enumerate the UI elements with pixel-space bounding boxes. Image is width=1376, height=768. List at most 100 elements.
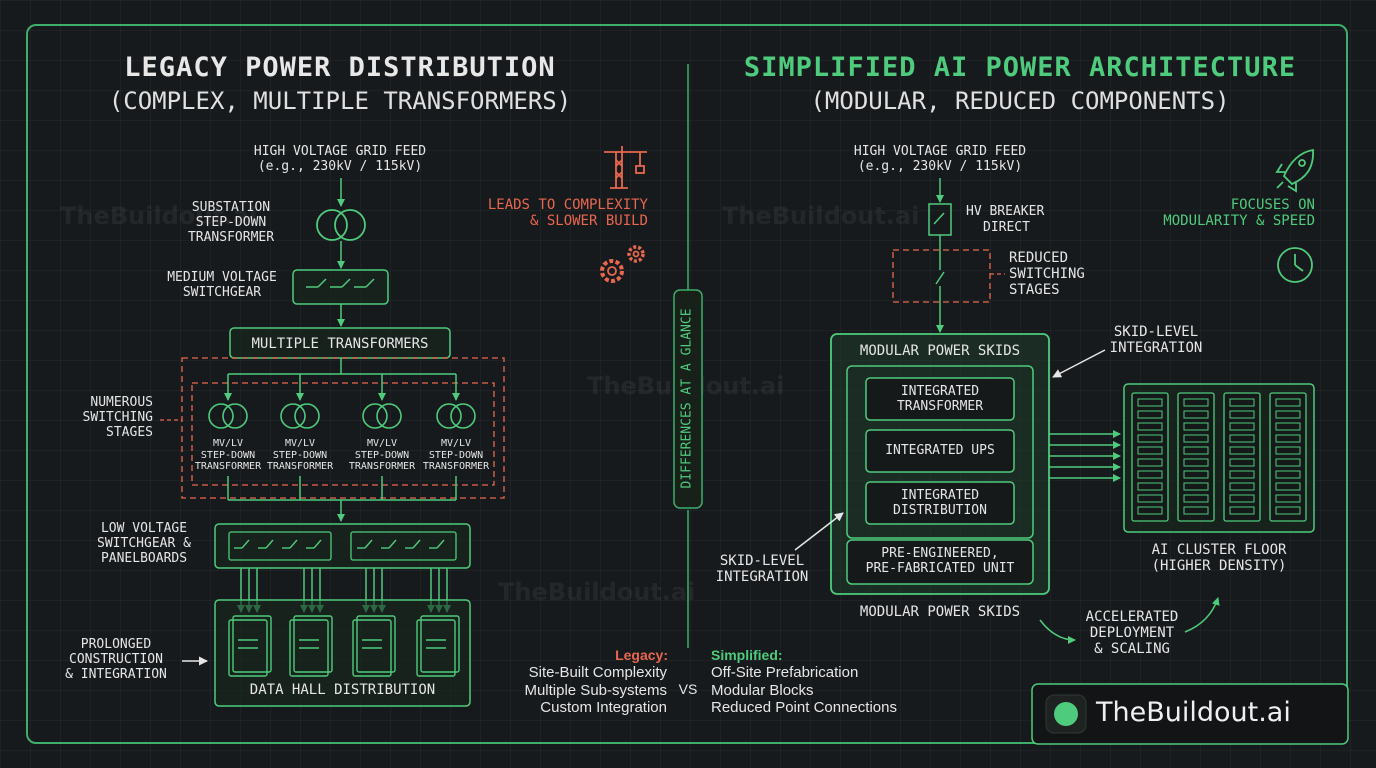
watermark: TheBuildout.ai [60, 202, 258, 230]
rack-unit [1275, 434, 1301, 443]
integrated-distribution-box [865, 481, 1015, 525]
rack-unit [1275, 494, 1301, 503]
numerous-switching-inner [191, 382, 495, 486]
rack-unit [1275, 422, 1301, 431]
legacy-heading: Legacy: [615, 647, 668, 663]
rack-unit [1275, 458, 1301, 467]
mv-lv-transformer-symbols [208, 403, 476, 429]
rack-unit [1275, 398, 1301, 407]
rack-unit [1137, 482, 1163, 491]
skid-caption: MODULAR POWER SKIDS [859, 604, 1021, 620]
server-rack [1131, 392, 1169, 522]
lv-switch-symbols [234, 539, 445, 549]
legacy-subtitle: (COMPLEX, MULTIPLE TRANSFORMERS) [108, 87, 572, 115]
rack-unit [1183, 422, 1209, 431]
vs-label: VS [678, 681, 698, 697]
server-rack [1177, 392, 1215, 522]
differences-box [673, 289, 703, 509]
hv-breaker-symbol [928, 203, 952, 236]
ai-cluster-box [1123, 383, 1315, 533]
rack-unit [1275, 410, 1301, 419]
integrated-transformer-box [865, 377, 1015, 421]
ai-cluster-label: AI CLUSTER FLOOR(HIGHER DENSITY) [1151, 542, 1287, 575]
complexity-label: LEADS TO COMPLEXITY& SLOWER BUILD [487, 197, 648, 230]
pre-engineered-label: PRE-ENGINEERED,PRE-FABRICATED UNIT [865, 546, 1015, 576]
rack-unit [1137, 410, 1163, 419]
skid-title: MODULAR POWER SKIDS [859, 343, 1021, 359]
panelboard-symbols [228, 615, 460, 677]
rack-unit [1183, 506, 1209, 515]
rack-unit [1229, 482, 1255, 491]
rack-unit [1183, 446, 1209, 455]
rack-unit [1183, 434, 1209, 443]
reduced-switching-box [892, 249, 991, 303]
lv-switchgear-box [214, 523, 471, 569]
grid-feed-label: HIGH VOLTAGE GRID FEED(e.g., 230kV / 115… [253, 144, 427, 174]
gears-icon [600, 245, 645, 283]
rack-unit [1229, 494, 1255, 503]
mv-switch-symbols [306, 278, 375, 288]
watermark: TheBuildout.ai [722, 202, 920, 230]
legacy-title: LEGACY POWER DISTRIBUTION [124, 52, 556, 83]
rack-unit [1229, 458, 1255, 467]
rack-unit [1275, 446, 1301, 455]
differences-label: DIFFERENCES AT A GLANCE [679, 308, 695, 489]
brand-box [1031, 683, 1349, 745]
rack-unit [1137, 458, 1163, 467]
grid-feed-label-right: HIGH VOLTAGE GRID FEED(e.g., 230kV / 115… [853, 144, 1027, 174]
rocket-icon [1275, 148, 1314, 193]
server-racks [1131, 392, 1307, 522]
multiple-transformers-box [229, 327, 451, 359]
rack-unit [1137, 434, 1163, 443]
feed-arrows [1049, 430, 1121, 482]
rack-unit [1183, 458, 1209, 467]
brand-name[interactable]: TheBuildout.ai [1096, 697, 1291, 728]
rack-unit [1229, 470, 1255, 479]
rack-unit [1137, 398, 1163, 407]
watermark: TheBuildout.ai [498, 578, 696, 606]
rack-unit [1183, 470, 1209, 479]
integrated-ups-label: INTEGRATED UPS [885, 443, 995, 458]
rack-unit [1183, 410, 1209, 419]
integrated-ups-box [865, 429, 1015, 473]
rack-unit [1137, 446, 1163, 455]
rack-unit [1275, 470, 1301, 479]
crane-icon [604, 146, 647, 189]
data-hall-label: DATA HALL DISTRIBUTION [249, 682, 436, 698]
server-rack [1223, 392, 1261, 522]
clock-icon [1277, 247, 1313, 283]
rack-unit [1229, 446, 1255, 455]
rack-unit [1183, 482, 1209, 491]
numerous-switching-outer [181, 357, 505, 499]
outer-frame [26, 24, 1348, 744]
rack-unit [1229, 434, 1255, 443]
rack-unit [1137, 422, 1163, 431]
rack-unit [1275, 482, 1301, 491]
rack-unit [1229, 398, 1255, 407]
rack-unit [1137, 506, 1163, 515]
pre-engineered-box [846, 539, 1034, 585]
rack-unit [1183, 494, 1209, 503]
data-hall-box [214, 599, 471, 707]
server-rack [1269, 392, 1307, 522]
brand-dot-icon [1054, 702, 1078, 726]
